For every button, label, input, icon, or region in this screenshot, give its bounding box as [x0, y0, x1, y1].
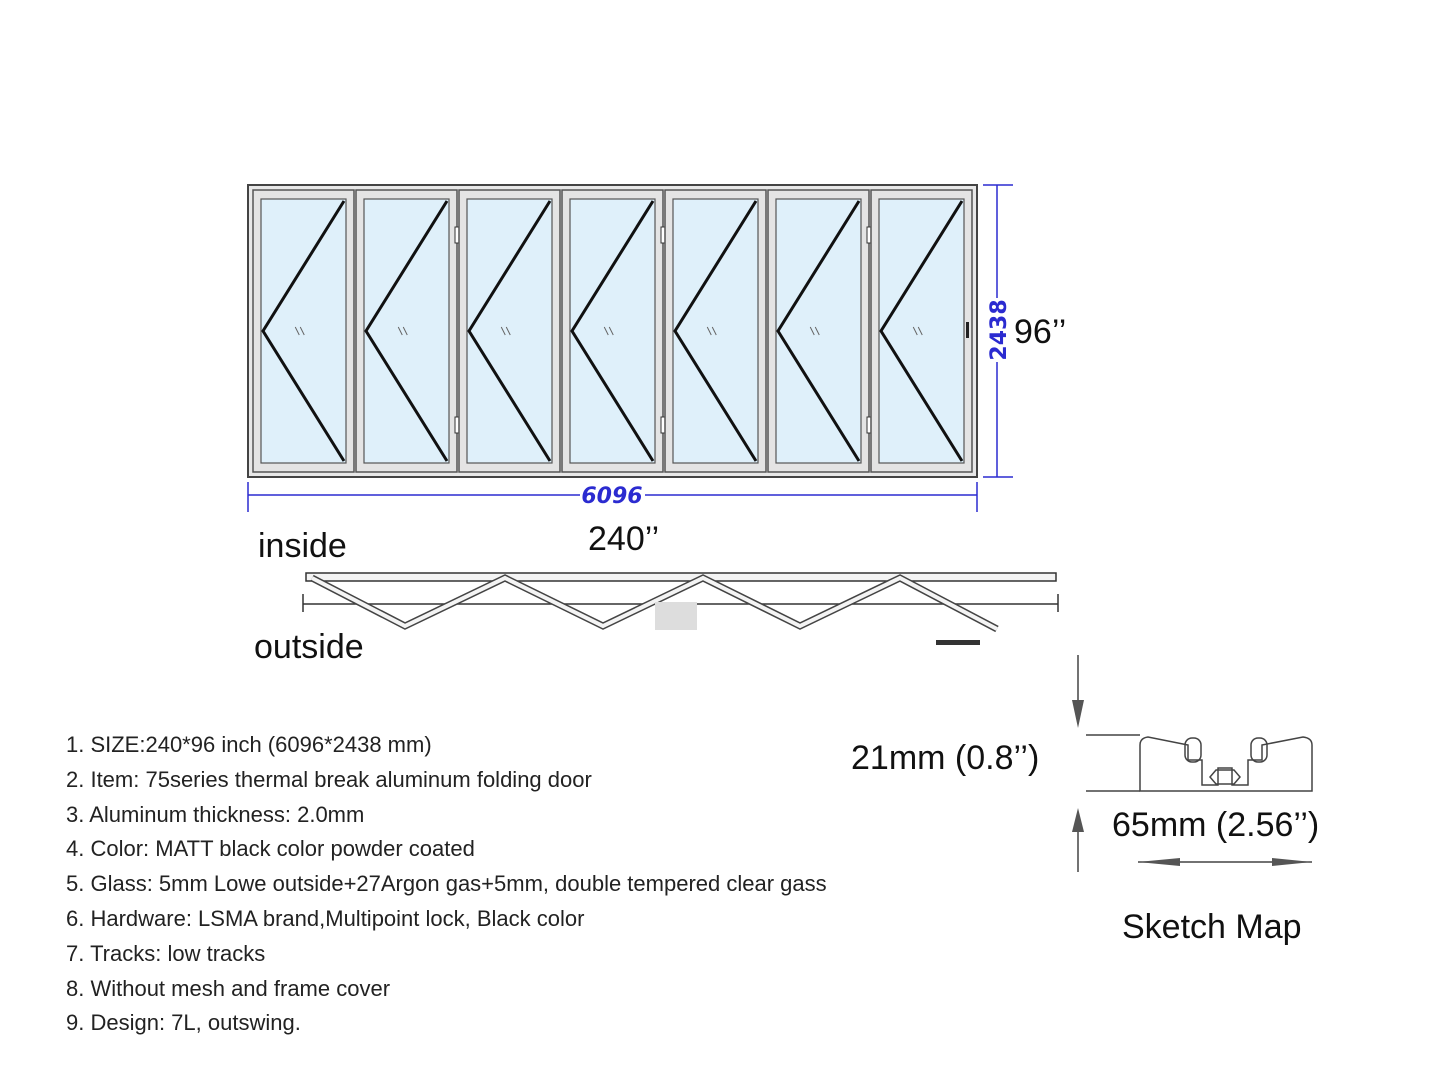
opening-direction-chevron: [467, 200, 552, 462]
handle-icon: [966, 322, 969, 338]
sketch-map-caption: Sketch Map: [1122, 908, 1302, 946]
opening-direction-chevron: [673, 200, 758, 462]
opening-direction-chevron: [364, 200, 449, 462]
height-mm-label: 2438: [987, 299, 1012, 360]
glass-pane: [466, 198, 553, 464]
glass-pane: [672, 198, 759, 464]
inside-label: inside: [258, 527, 347, 565]
spec-item: 6. Hardware: LSMA brand,Multipoint lock,…: [66, 905, 585, 931]
arrow-up-icon: [1072, 808, 1084, 832]
spec-item: 7. Tracks: low tracks: [66, 940, 266, 966]
opening-direction-chevron: [261, 200, 346, 462]
profile-width-label: 65mm (2.56’’): [1112, 806, 1320, 844]
glass-mark: [809, 326, 820, 336]
spec-item: 3. Aluminum thickness: 2.0mm: [66, 801, 365, 827]
glass-mark: [912, 326, 923, 336]
height-dimension: [983, 184, 1013, 478]
small-mark: [936, 640, 980, 645]
glass-pane: [878, 198, 965, 464]
spec-item: 9. Design: 7L, outswing.: [66, 1010, 301, 1036]
glass-pane: [363, 198, 450, 464]
glass-mark: [294, 326, 305, 336]
spec-item: 8. Without mesh and frame cover: [66, 975, 391, 1001]
spec-item: 2. Item: 75series thermal break aluminum…: [66, 766, 592, 792]
opening-direction-chevron: [570, 200, 655, 462]
arrow-down-icon: [1072, 700, 1084, 728]
arrow-left-icon: [1138, 858, 1180, 866]
width-mm-label: 6096: [581, 484, 642, 509]
width-dimension: [247, 482, 978, 512]
spec-item: 1. SIZE:240*96 inch (6096*2438 mm): [66, 732, 432, 757]
spec-item: 4. Color: MATT black color powder coated: [66, 836, 475, 862]
door-elevation: [247, 184, 978, 478]
spec-item: 5. Glass: 5mm Lowe outside+27Argon gas+5…: [66, 871, 827, 897]
opening-direction-chevron: [879, 200, 964, 462]
outside-label: outside: [254, 628, 364, 666]
opening-direction-chevron: [776, 200, 861, 462]
profile-outline: [1139, 736, 1313, 792]
top-track: [305, 572, 1057, 582]
glass-pane: [775, 198, 862, 464]
glass-pane: [569, 198, 656, 464]
watermark-blur: [655, 602, 697, 630]
width-inch-label: 240’’: [588, 520, 660, 558]
height-inch-label: 96’’: [1014, 313, 1067, 351]
glass-mark: [397, 326, 408, 336]
glass-mark: [706, 326, 717, 336]
profile-height-label: 21mm (0.8’’): [851, 739, 1040, 777]
profile-section: [1072, 655, 1313, 872]
glass-pane: [260, 198, 347, 464]
arrow-right-icon: [1272, 858, 1312, 866]
spec-list: 1. SIZE:240*96 inch (6096*2438 mm) 2. It…: [66, 728, 827, 1041]
glass-mark: [603, 326, 614, 336]
glass-mark: [500, 326, 511, 336]
